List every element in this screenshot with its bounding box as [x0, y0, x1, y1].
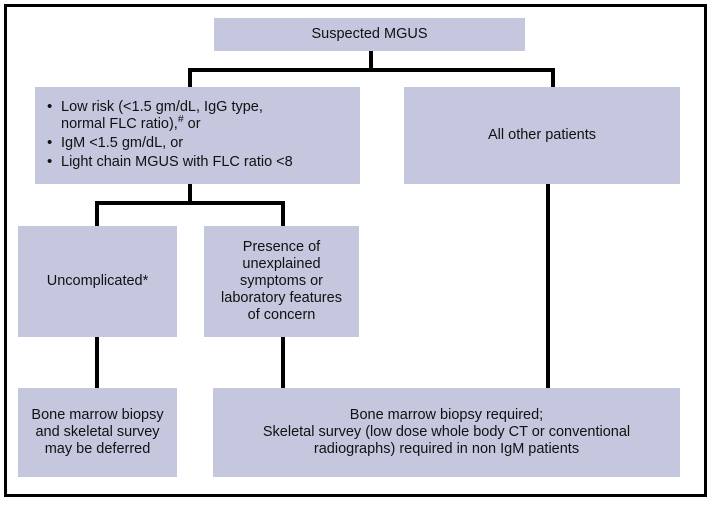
node-suspected-mgus: Suspected MGUS [214, 18, 525, 51]
list-item: Low risk (<1.5 gm/dL, IgG type,normal FL… [47, 98, 352, 134]
node-all-other-patients-label: All other patients [487, 126, 596, 143]
footnote-marker-hash: # [177, 114, 184, 126]
connector-uncomplicated-to-deferred [95, 337, 99, 390]
low-risk-criteria-list: Low risk (<1.5 gm/dL, IgG type,normal FL… [35, 98, 360, 173]
node-uncomplicated: Uncomplicated* [18, 226, 177, 337]
node-all-other-patients: All other patients [404, 87, 680, 184]
low-risk-bullet-1-line-2-tail: or [183, 116, 201, 133]
connector-to-presence-of-symptoms [281, 201, 285, 228]
node-biopsy-required-label: Bone marrow biopsy required; Skeletal su… [262, 406, 631, 458]
connector-to-all-other-patients [551, 68, 555, 89]
node-presence-of-symptoms-label: Presence of unexplained symptoms or labo… [221, 238, 342, 324]
connector-top-stem [369, 51, 373, 71]
connector-all-other-to-required [546, 184, 550, 390]
connector-to-low-risk [188, 68, 192, 89]
list-item: Light chain MGUS with FLC ratio <8 [47, 153, 352, 172]
connector-second-split-bar [95, 201, 285, 205]
node-biopsy-may-be-deferred: Bone marrow biopsy and skeletal survey m… [18, 388, 177, 477]
connector-top-split-bar [188, 68, 555, 72]
list-item: IgM <1.5 gm/dL, or [47, 134, 352, 153]
diagram-border-frame [4, 4, 707, 497]
node-uncomplicated-label: Uncomplicated* [46, 272, 149, 289]
low-risk-bullet-2: IgM <1.5 gm/dL, or [61, 135, 184, 151]
node-suspected-mgus-label: Suspected MGUS [311, 25, 428, 42]
node-biopsy-required: Bone marrow biopsy required; Skeletal su… [213, 388, 680, 477]
connector-to-uncomplicated [95, 201, 99, 228]
connector-symptoms-to-required [281, 337, 285, 390]
connector-low-risk-stem [188, 184, 192, 205]
low-risk-bullet-1-line-1: Low risk (<1.5 gm/dL, IgG type, [61, 98, 263, 115]
low-risk-bullet-3: Light chain MGUS with FLC ratio <8 [61, 153, 293, 170]
node-low-risk-criteria: Low risk (<1.5 gm/dL, IgG type,normal FL… [35, 87, 360, 184]
node-presence-of-symptoms: Presence of unexplained symptoms or labo… [204, 226, 359, 337]
low-risk-bullet-1-line-2: normal FLC ratio), [61, 116, 178, 133]
node-biopsy-may-be-deferred-label: Bone marrow biopsy and skeletal survey m… [31, 406, 164, 458]
